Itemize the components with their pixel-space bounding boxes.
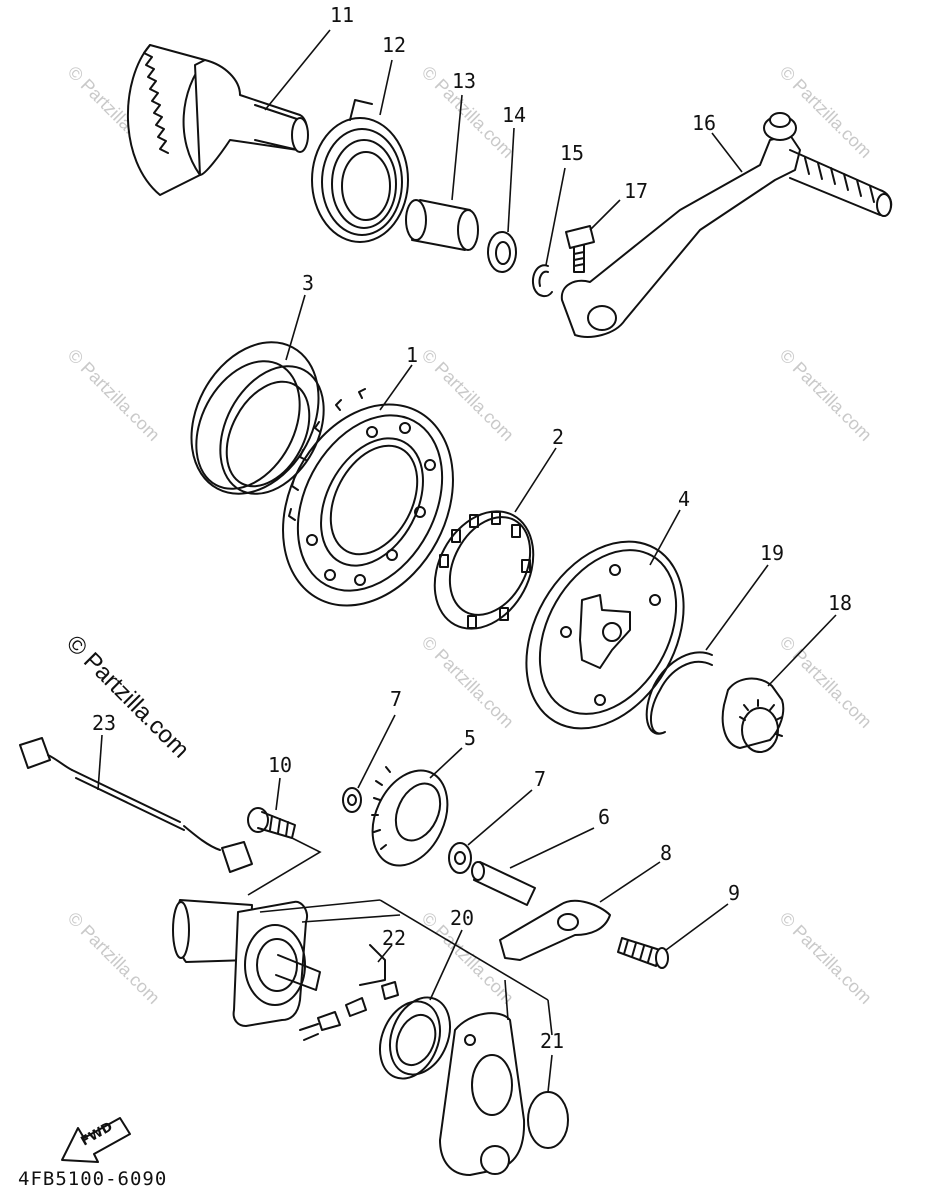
part-1-starter-wheel-gear <box>282 364 454 607</box>
callout-7-bottom: 7 <box>534 767 546 791</box>
part-7-washer-top <box>342 714 396 813</box>
part-12-kick-spring <box>311 59 409 243</box>
part-11-kick-axle <box>127 29 331 196</box>
callout-20: 20 <box>450 906 474 930</box>
callout-3: 3 <box>302 271 314 295</box>
starter-motor <box>172 899 553 1036</box>
callout-8: 8 <box>660 841 672 865</box>
callout-23: 23 <box>92 711 116 735</box>
callout-16: 16 <box>692 111 716 135</box>
callout-11: 11 <box>330 3 354 27</box>
part-22-brush-set <box>299 944 399 1041</box>
callout-22: 22 <box>382 926 406 950</box>
part-14-washer <box>487 127 517 273</box>
part-16-kick-crank <box>560 112 893 338</box>
fwd-arrow: FWD <box>61 1117 131 1163</box>
callout-6: 6 <box>598 805 610 829</box>
part-15-circlip <box>532 167 566 298</box>
part-4-starter-clutch-assy <box>525 509 685 730</box>
starter-rear-cover <box>439 979 526 1176</box>
part-18-starter-idle-gear <box>721 614 837 753</box>
callout-19: 19 <box>760 541 784 565</box>
part-2-one-way-clutch <box>433 447 557 630</box>
part-20-bearing-housing <box>379 929 463 1080</box>
callout-9: 9 <box>728 881 740 905</box>
callout-15: 15 <box>560 141 584 165</box>
callout-2: 2 <box>552 425 564 449</box>
part-6-shaft <box>471 827 595 906</box>
part-13-collar <box>405 94 479 251</box>
callout-5: 5 <box>464 726 476 750</box>
part-23-lead-wire <box>19 734 253 873</box>
part-9-screw <box>617 903 729 969</box>
part-7-washer-bottom <box>448 789 533 874</box>
callout-14: 14 <box>502 103 526 127</box>
part-10-bolt <box>247 777 322 896</box>
part-3-starter-cover-ring <box>190 294 325 495</box>
callout-4: 4 <box>678 487 690 511</box>
part-17-bolt <box>565 199 621 273</box>
callout-18: 18 <box>828 591 852 615</box>
callout-12: 12 <box>382 33 406 57</box>
part-19-circlip <box>645 564 769 735</box>
part-21-o-ring <box>527 1054 569 1149</box>
callout-10: 10 <box>268 753 292 777</box>
part-8-lever <box>499 861 661 961</box>
part-5-starter-idle-gear-2 <box>371 747 463 867</box>
diagram-code: 4FB5100-6090 <box>18 1168 168 1190</box>
callout-21: 21 <box>540 1029 564 1053</box>
callout-7-top: 7 <box>390 687 402 711</box>
callout-1: 1 <box>406 343 418 367</box>
callout-13: 13 <box>452 69 476 93</box>
callout-17: 17 <box>624 179 648 203</box>
